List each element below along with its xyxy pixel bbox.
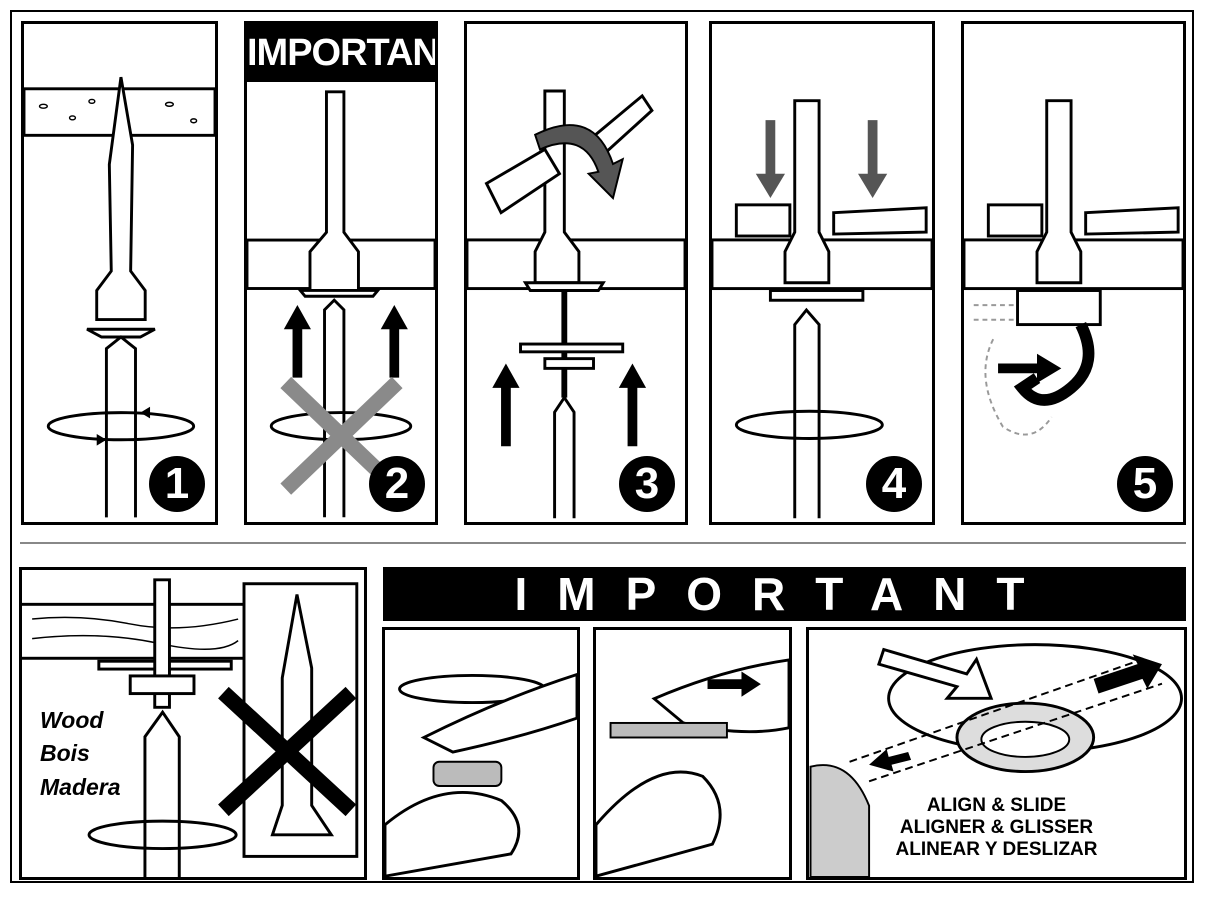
important-label: IMPORTANT [247,24,435,82]
wood-illustration [22,578,359,877]
align-slide-illustration [809,643,1183,877]
step-1-panel: 1 [21,21,218,525]
step-1-illustration [24,76,215,518]
important-banner: IMPORTANT [383,567,1186,621]
wood-panel: Wood Bois Madera [19,567,367,880]
step-4-panel: 4 [709,21,935,525]
wood-label-fr: Bois [40,740,90,766]
align-text-es: ALINEAR Y DESLIZAR [895,839,1098,860]
instruction-sheet [10,10,1194,883]
align-text-en: ALIGN & SLIDE [926,795,1067,816]
step-number-5: 5 [1117,456,1173,512]
step-2-illustration [247,90,435,518]
step-5-illustration [964,99,1183,436]
step-number-3: 3 [619,456,675,512]
section-divider [20,542,1186,544]
step-number-1: 1 [149,456,205,512]
wood-label-en: Wood [40,707,104,733]
cap-twist-illustration [385,672,577,877]
step-3-panel: 3 [464,21,688,525]
align-text-fr: ALIGNER & GLISSER [899,817,1094,838]
step-number-4: 4 [866,456,922,512]
cap-slide-illustration [596,658,789,877]
align-slide-panel: ALIGN & SLIDE ALIGNER & GLISSER ALINEAR … [806,627,1187,880]
step-2-panel: IMPORTANT 2 [244,21,438,525]
wood-label-es: Madera [40,774,121,800]
step-4-illustration [712,99,932,519]
step-5-panel: 5 [961,21,1186,525]
step-3-illustration [467,89,685,519]
step-number-2: 2 [369,456,425,512]
cap-slide-panel [593,627,792,880]
cap-twist-panel [382,627,580,880]
